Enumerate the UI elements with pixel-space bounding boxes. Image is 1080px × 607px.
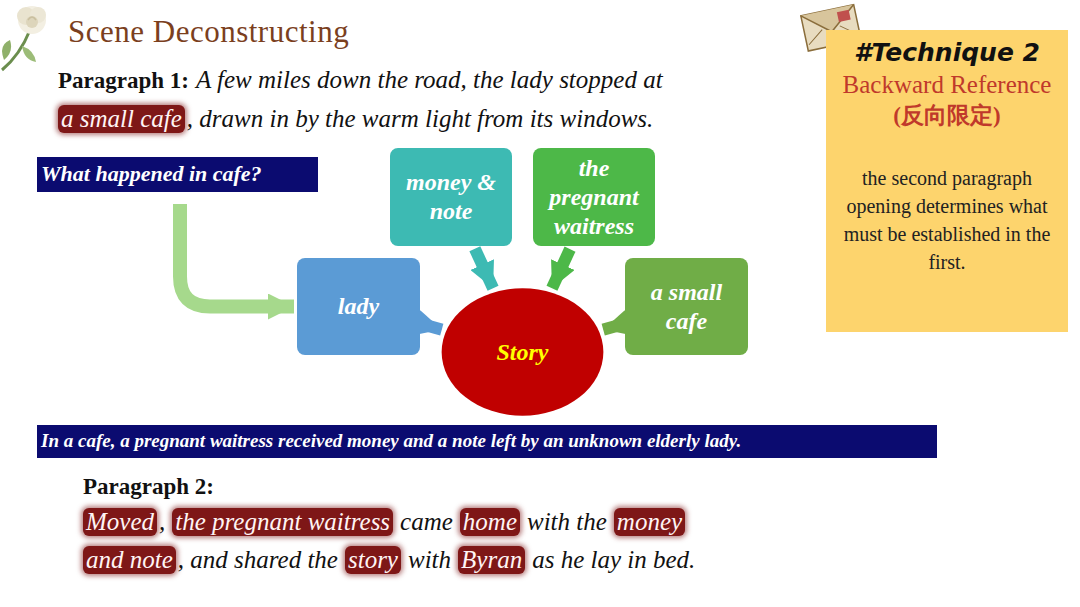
- element-box: lady: [297, 258, 420, 355]
- connector-arrow: [423, 324, 442, 329]
- paragraph-text: Paragraph 1:: [58, 68, 189, 94]
- node-text: the pregnant waitress: [539, 154, 649, 240]
- connector-arrow: [180, 204, 294, 307]
- element-box: a small cafe: [625, 258, 748, 355]
- paragraph-text: came: [400, 508, 453, 536]
- highlighted-word: and note: [83, 546, 176, 574]
- node-text: Story: [496, 338, 548, 367]
- rose-illustration: [2, 6, 46, 70]
- paragraph-text: , drawn in by the warm light from its wi…: [187, 105, 653, 133]
- paragraph-line: Paragraph 1: A few miles down the road, t…: [58, 66, 663, 94]
- highlighted-word: the pregnant waitress: [172, 508, 393, 536]
- paragraph-text: A few miles down the road, the lady stop…: [196, 66, 663, 94]
- highlighted-word: story: [345, 546, 401, 574]
- node-text: What happened in cafe?: [41, 161, 262, 187]
- highlighted-word: a small cafe: [58, 105, 185, 133]
- node-text: a small cafe: [631, 278, 742, 336]
- node-text: the second paragraph opening determines …: [834, 164, 1060, 276]
- story-ellipse: Story: [440, 287, 605, 417]
- element-box: the pregnant waitress: [533, 148, 655, 246]
- paragraph-line: and note, and shared thestorywithByranas…: [83, 546, 695, 574]
- connector-arrow: [475, 249, 493, 288]
- paragraph-text: as he lay in bed.: [532, 546, 695, 574]
- paragraph-text: with: [408, 546, 451, 574]
- paragraph-text: Paragraph 2:: [83, 474, 214, 500]
- paragraph-line: Paragraph 2:: [83, 472, 214, 500]
- node-text: money & note: [396, 168, 506, 226]
- technique-panel: #Technique 2Backward Reference(反向限定) the …: [826, 30, 1068, 332]
- paragraph-text: , and shared the: [178, 546, 338, 574]
- node-text: Backward Reference: [843, 70, 1052, 100]
- node-text: lady: [338, 292, 379, 321]
- paragraph-text: with the: [527, 508, 607, 536]
- connector-arrow: [603, 324, 622, 329]
- highlighted-word: money: [614, 508, 685, 536]
- highlighted-word: Moved: [83, 508, 157, 536]
- highlighted-word: home: [460, 508, 520, 536]
- slide-title: Scene Deconstructing: [68, 14, 349, 50]
- node-text: In a cafe, a pregnant waitress received …: [41, 430, 741, 453]
- paragraph-line: Moved,the pregnant waitresscamehomewith …: [83, 508, 685, 536]
- node-text: #Technique 2: [854, 38, 1040, 68]
- highlighted-word: Byran: [458, 546, 525, 574]
- summary-band: In a cafe, a pregnant waitress received …: [37, 425, 937, 458]
- paragraph-text: ,: [159, 508, 165, 536]
- paragraph-line: a small cafe, drawn in by the warm light…: [58, 105, 653, 133]
- connector-arrow: [552, 249, 570, 288]
- question-band: What happened in cafe?: [37, 157, 318, 192]
- element-box: money & note: [390, 148, 512, 246]
- node-text: (反向限定): [893, 102, 1000, 130]
